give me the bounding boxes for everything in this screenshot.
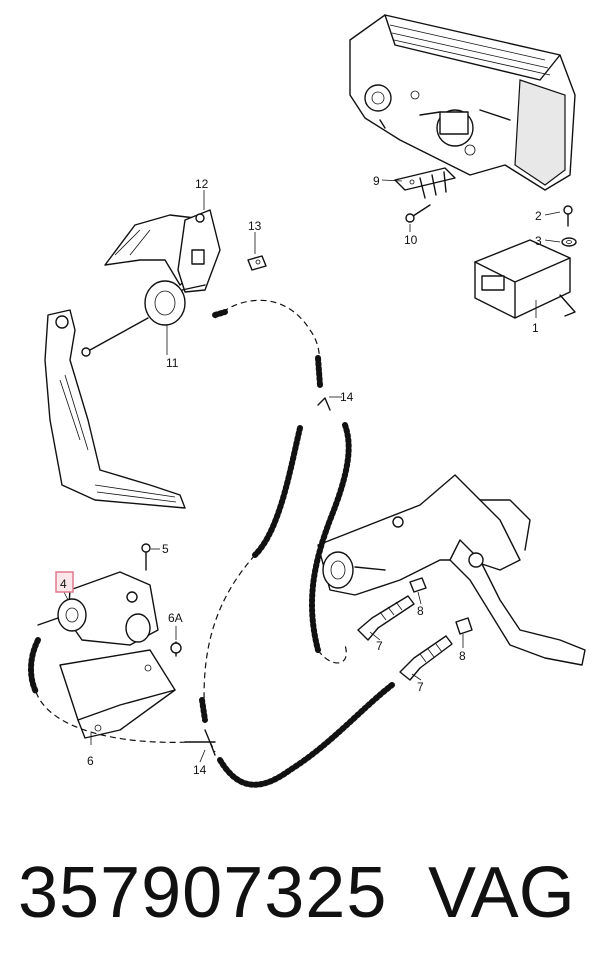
clip-8b xyxy=(455,617,473,635)
vacuum-pump xyxy=(37,571,159,646)
callout-5: 5 xyxy=(162,542,169,556)
screw-5 xyxy=(141,543,151,571)
callout-9: 9 xyxy=(373,174,380,188)
control-unit xyxy=(474,239,576,319)
clip-8a xyxy=(409,577,427,593)
callouts: 1 2 3 4 5 6 6A 7 7 8 8 9 10 11 12 13 14 … xyxy=(60,174,542,777)
callout-highlight xyxy=(55,571,74,593)
washer-3 xyxy=(561,237,577,247)
instrument-cluster xyxy=(349,14,576,191)
pump-bracket xyxy=(59,649,176,739)
screw-2 xyxy=(563,205,573,227)
callout-12: 12 xyxy=(195,177,209,191)
callout-10: 10 xyxy=(404,233,418,247)
callout-14b: 14 xyxy=(193,763,207,777)
relay-bracket xyxy=(394,167,456,199)
callout-13: 13 xyxy=(248,219,262,233)
callout-6a: 6A xyxy=(168,611,183,625)
screw xyxy=(405,204,431,223)
switch-7a xyxy=(357,595,415,641)
callout-14a: 14 xyxy=(340,390,354,404)
parts-diagram: 1 2 3 4 5 6 6A 7 7 8 8 9 10 11 12 13 14 … xyxy=(28,14,586,788)
switch-7b xyxy=(399,635,453,681)
pedal-assembly xyxy=(317,474,586,666)
callout-7b: 7 xyxy=(417,680,424,694)
leader-lines xyxy=(63,179,561,763)
callout-8b: 8 xyxy=(459,649,466,663)
clip xyxy=(247,255,267,271)
callout-3: 3 xyxy=(535,234,542,248)
mounting-bracket xyxy=(104,209,221,293)
callout-2: 2 xyxy=(535,209,542,223)
callout-11: 11 xyxy=(166,356,179,370)
screw-6a xyxy=(170,641,182,657)
callout-1: 1 xyxy=(532,321,539,335)
footer: 357907325 VAG xyxy=(0,852,600,962)
vacuum-lines xyxy=(28,299,395,788)
callout-8a: 8 xyxy=(417,604,424,618)
accelerator-pedal xyxy=(44,309,186,509)
callout-6: 6 xyxy=(87,754,94,768)
brand-label: VAG xyxy=(428,853,575,933)
callout-7a: 7 xyxy=(376,639,383,653)
part-number: 357907325 xyxy=(18,853,388,933)
callout-4: 4 xyxy=(60,577,67,591)
vacuum-actuator xyxy=(81,280,206,357)
